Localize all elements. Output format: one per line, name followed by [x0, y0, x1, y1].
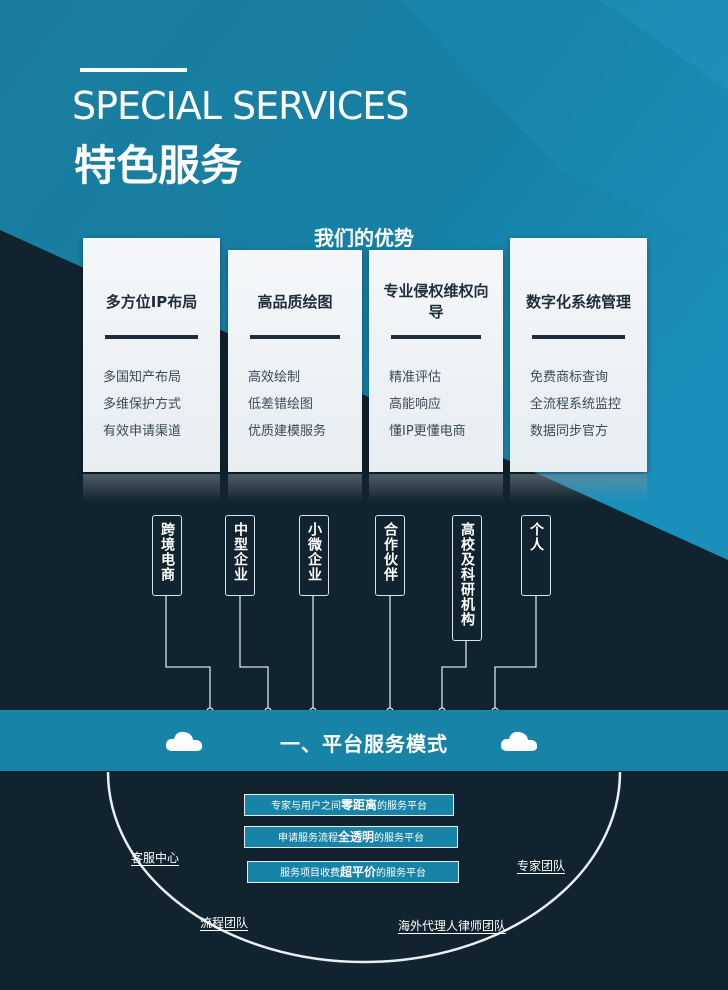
list-item: 高能响应	[389, 397, 442, 412]
client-tag-cross-border-ecommerce: 跨境电商	[152, 515, 182, 596]
cloud-icon	[165, 731, 203, 751]
list-item: 高效绘制	[248, 370, 301, 385]
team-label: 客服中心	[131, 851, 180, 866]
client-tag-text: 小微企业	[306, 522, 322, 582]
advantages-title: 我们的优势	[314, 226, 414, 250]
client-tag-text: 跨境电商	[159, 522, 175, 582]
page-title-cn: 特色服务	[74, 141, 243, 190]
cloud-icon	[500, 731, 538, 751]
list-item: 有效申请渠道	[103, 424, 182, 439]
platform-item-text: 的服务平台	[377, 801, 427, 812]
client-tag-text: 高校及科研机构	[459, 522, 475, 627]
list-item: 精准评估	[389, 370, 442, 385]
card-title: 专业侵权维权向导	[383, 282, 489, 321]
list-item: 多维保护方式	[103, 397, 182, 412]
team-label: 流程团队	[200, 916, 249, 931]
list-item: 低差错绘图	[248, 397, 314, 412]
list-item: 优质建模服务	[248, 424, 327, 439]
platform-item-zero-distance: 专家与用户之间零距离的服务平台	[244, 794, 454, 816]
card-reflection	[228, 474, 362, 502]
list-item: 多国知产布局	[103, 370, 182, 385]
platform-item-highlight: 全透明	[337, 830, 374, 844]
platform-item-text: 的服务平台	[374, 833, 424, 844]
team-process: 流程团队	[200, 914, 249, 931]
team-label: 专家团队	[517, 859, 566, 874]
team-experts: 专家团队	[517, 857, 566, 874]
client-tag-small-enterprise: 小微企业	[299, 515, 329, 596]
card-divider	[391, 335, 481, 339]
advantage-card-ip-layout: 多方位IP布局 多国知产布局 多维保护方式 有效申请渠道	[83, 238, 220, 472]
list-item: 数据同步官方	[530, 424, 609, 439]
advantage-card-rights: 专业侵权维权向导 精准评估 高能响应 懂IP更懂电商	[369, 250, 503, 472]
client-tag-individual: 个人	[521, 515, 551, 596]
platform-title: 一、平台服务模式	[280, 732, 448, 756]
team-overseas-lawyers: 海外代理人律师团队	[398, 917, 507, 934]
client-tag-university-research: 高校及科研机构	[452, 515, 482, 641]
platform-item-text: 专家与用户之间	[270, 801, 341, 812]
client-tag-text: 中型企业	[232, 522, 248, 582]
platform-item-text: 服务项目收费	[279, 868, 340, 879]
card-reflection	[510, 474, 647, 502]
title-accent-bar	[80, 68, 187, 72]
platform-item-highlight: 零距离	[340, 798, 377, 812]
list-item: 全流程系统监控	[530, 397, 622, 412]
platform-band	[0, 710, 728, 771]
card-items: 高效绘制 低差错绘图 优质建模服务	[248, 364, 326, 445]
card-items: 免费商标查询 全流程系统监控 数据同步官方	[530, 364, 621, 445]
card-divider	[532, 335, 625, 339]
page-title-en: SPECIAL SERVICES	[72, 84, 409, 128]
platform-item-affordable: 服务项目收费超平价的服务平台	[247, 861, 459, 883]
platform-item-text: 的服务平台	[376, 868, 426, 879]
card-title: 多方位IP布局	[105, 292, 198, 311]
client-tag-text: 个人	[528, 522, 544, 552]
card-reflection	[369, 474, 503, 502]
list-item: 懂IP更懂电商	[389, 424, 466, 439]
team-label: 海外代理人律师团队	[398, 919, 507, 934]
card-title: 数字化系统管理	[525, 292, 631, 311]
advantage-card-drawing: 高品质绘图 高效绘制 低差错绘图 优质建模服务	[228, 250, 362, 472]
platform-item-text: 申请服务流程	[277, 833, 338, 844]
card-divider	[250, 335, 340, 339]
client-tag-mid-enterprise: 中型企业	[225, 515, 255, 596]
client-tag-text: 合作伙伴	[382, 522, 398, 582]
team-customer-service: 客服中心	[131, 849, 180, 866]
advantage-card-digital: 数字化系统管理 免费商标查询 全流程系统监控 数据同步官方	[510, 238, 647, 472]
card-items: 精准评估 高能响应 懂IP更懂电商	[389, 364, 466, 445]
card-items: 多国知产布局 多维保护方式 有效申请渠道	[103, 364, 181, 445]
platform-item-transparent: 申请服务流程全透明的服务平台	[244, 826, 458, 848]
card-reflection	[83, 474, 220, 502]
client-tag-partner: 合作伙伴	[375, 515, 405, 596]
card-title: 高品质绘图	[257, 292, 333, 311]
card-divider	[105, 335, 198, 339]
list-item: 免费商标查询	[530, 370, 609, 385]
platform-item-highlight: 超平价	[339, 865, 376, 879]
